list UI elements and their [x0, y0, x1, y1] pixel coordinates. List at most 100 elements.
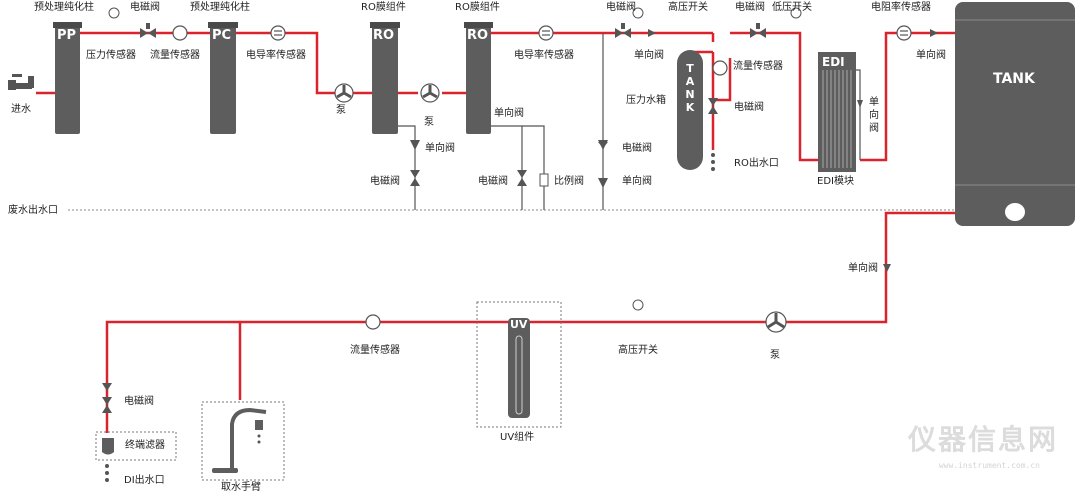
drop-icon	[711, 153, 715, 157]
terminal-filter-box	[95, 431, 177, 461]
check-valve-icon	[598, 178, 608, 188]
resistivity-sensor-label: 电阻率传感器	[871, 2, 931, 13]
pretreatment-label: 预处理纯化柱	[190, 2, 250, 13]
conductivity-sensor-label: 电导率传感器	[514, 50, 574, 61]
gauge-icon	[632, 299, 644, 311]
pc-label: PC	[212, 28, 232, 43]
pp-label: PP	[57, 28, 77, 43]
check-valve-icon	[648, 29, 656, 37]
drop-icon	[105, 464, 109, 468]
solenoid-valve-stem	[756, 23, 760, 29]
solenoid-valve-label: 电磁阀	[370, 176, 400, 187]
check-valve-label: 单向阀	[622, 176, 652, 187]
solenoid-valve-label: 电磁阀	[478, 176, 508, 187]
check-valve-label: 单向阀	[916, 50, 946, 61]
pressure-tank	[677, 50, 703, 170]
pump-icon	[334, 83, 354, 103]
drop-icon	[257, 440, 261, 444]
gauge-icon	[108, 7, 120, 19]
check-valve-label: 单向阀	[494, 108, 524, 119]
pump-icon	[420, 83, 440, 103]
check-valve-icon	[930, 29, 938, 37]
pressure-tank-text: 压力水箱	[626, 95, 666, 106]
solenoid-valve-icon	[708, 98, 718, 114]
ro-module-2	[464, 22, 493, 134]
pp-column	[53, 22, 82, 134]
drop-icon	[105, 478, 109, 482]
solenoid-valve-label: 电磁阀	[735, 2, 765, 13]
drop-icon	[711, 160, 715, 164]
check-valve-label: 单向阀	[869, 97, 879, 134]
terminal-filter-label: 终端滤器	[125, 440, 165, 451]
solenoid-valve-label: 电磁阀	[622, 143, 652, 154]
flow-sensor-icon	[365, 314, 381, 330]
solenoid-valve-stem	[146, 23, 150, 29]
conductivity-sensor-icon	[270, 25, 286, 41]
pump-label: 泵	[336, 105, 346, 116]
check-valve-label: 单向阀	[848, 263, 878, 274]
edi-module-label: EDI模块	[817, 176, 854, 187]
di-outlet-label: DI出水口	[124, 475, 165, 486]
resistivity-sensor-icon	[896, 25, 912, 41]
drop-icon	[105, 471, 109, 475]
flow-sensor-label: 流量传感器	[150, 50, 200, 61]
ratio-valve-icon	[539, 173, 549, 187]
solenoid-valve-label: 电磁阀	[130, 2, 160, 13]
uv-module	[476, 301, 562, 428]
ro2-label: RO	[467, 28, 489, 43]
pressure-sensor-label: 压力传感器	[86, 50, 136, 61]
watermark: 仪器信息网	[907, 423, 1058, 456]
ro-module-1	[370, 22, 400, 134]
check-valve-icon	[883, 264, 891, 272]
solenoid-valve-icon	[102, 397, 112, 413]
check-valve-icon	[410, 140, 420, 150]
check-valve-icon	[857, 100, 863, 108]
flow-sensor-label: 流量传感器	[350, 345, 400, 356]
waste-outlet-label: 废水出水口	[8, 205, 58, 216]
flow-sensor-label: 流量传感器	[733, 61, 783, 72]
solenoid-valve-icon	[615, 28, 631, 38]
pump-label: 泵	[770, 350, 780, 361]
ro1-label: RO	[373, 28, 395, 43]
drop-icon	[711, 167, 715, 171]
high-pressure-switch-label: 高压开关	[618, 345, 658, 356]
high-pressure-switch-label: 高压开关	[668, 2, 708, 13]
flow-sensor-icon	[172, 25, 188, 41]
edi-label: EDI	[822, 55, 845, 69]
solenoid-valve-label: 电磁阀	[606, 2, 636, 13]
main-pipe-lower	[105, 211, 955, 433]
check-valve-icon	[102, 383, 112, 391]
ro-outlet-label: RO出水口	[734, 158, 779, 169]
pump-icon	[765, 311, 787, 333]
watermark-url: www.instrument.com.cn	[938, 461, 1040, 470]
big-tank-label: TANK	[993, 71, 1035, 87]
gauge-icon	[790, 7, 802, 19]
flow-sensor-icon	[712, 60, 728, 76]
drop-icon	[257, 434, 261, 438]
solenoid-valve-icon	[410, 170, 420, 186]
pressure-tank-label: TANK	[685, 62, 695, 114]
ro-module-label: RO膜组件	[361, 2, 406, 13]
pump-label: 泵	[424, 117, 434, 128]
solenoid-valve-label: 电磁阀	[124, 396, 154, 407]
dispenser-box	[201, 401, 285, 481]
low-pressure-switch-label: 低压开关	[772, 2, 812, 13]
big-tank	[955, 2, 1075, 226]
uv-label: UV	[510, 318, 528, 331]
pretreatment-label: 预处理纯化柱	[34, 2, 94, 13]
check-valve-label: 单向阀	[425, 143, 455, 154]
edi-module	[818, 52, 856, 172]
conductivity-sensor-icon	[538, 25, 554, 41]
conductivity-sensor-label: 电导率传感器	[246, 50, 306, 61]
solenoid-valve-icon	[750, 28, 766, 38]
faucet-icon	[8, 74, 34, 90]
ratio-valve-label: 比例阀	[554, 176, 584, 187]
pc-column	[208, 22, 238, 134]
ro-module-label: RO膜组件	[455, 2, 500, 13]
check-valve-label: 单向阀	[634, 50, 664, 61]
solenoid-valve-stem	[621, 23, 625, 29]
solenoid-valve-icon	[598, 142, 608, 148]
gauge-icon	[632, 7, 644, 19]
dispenser-arm-label: 取水手臂	[221, 482, 261, 493]
